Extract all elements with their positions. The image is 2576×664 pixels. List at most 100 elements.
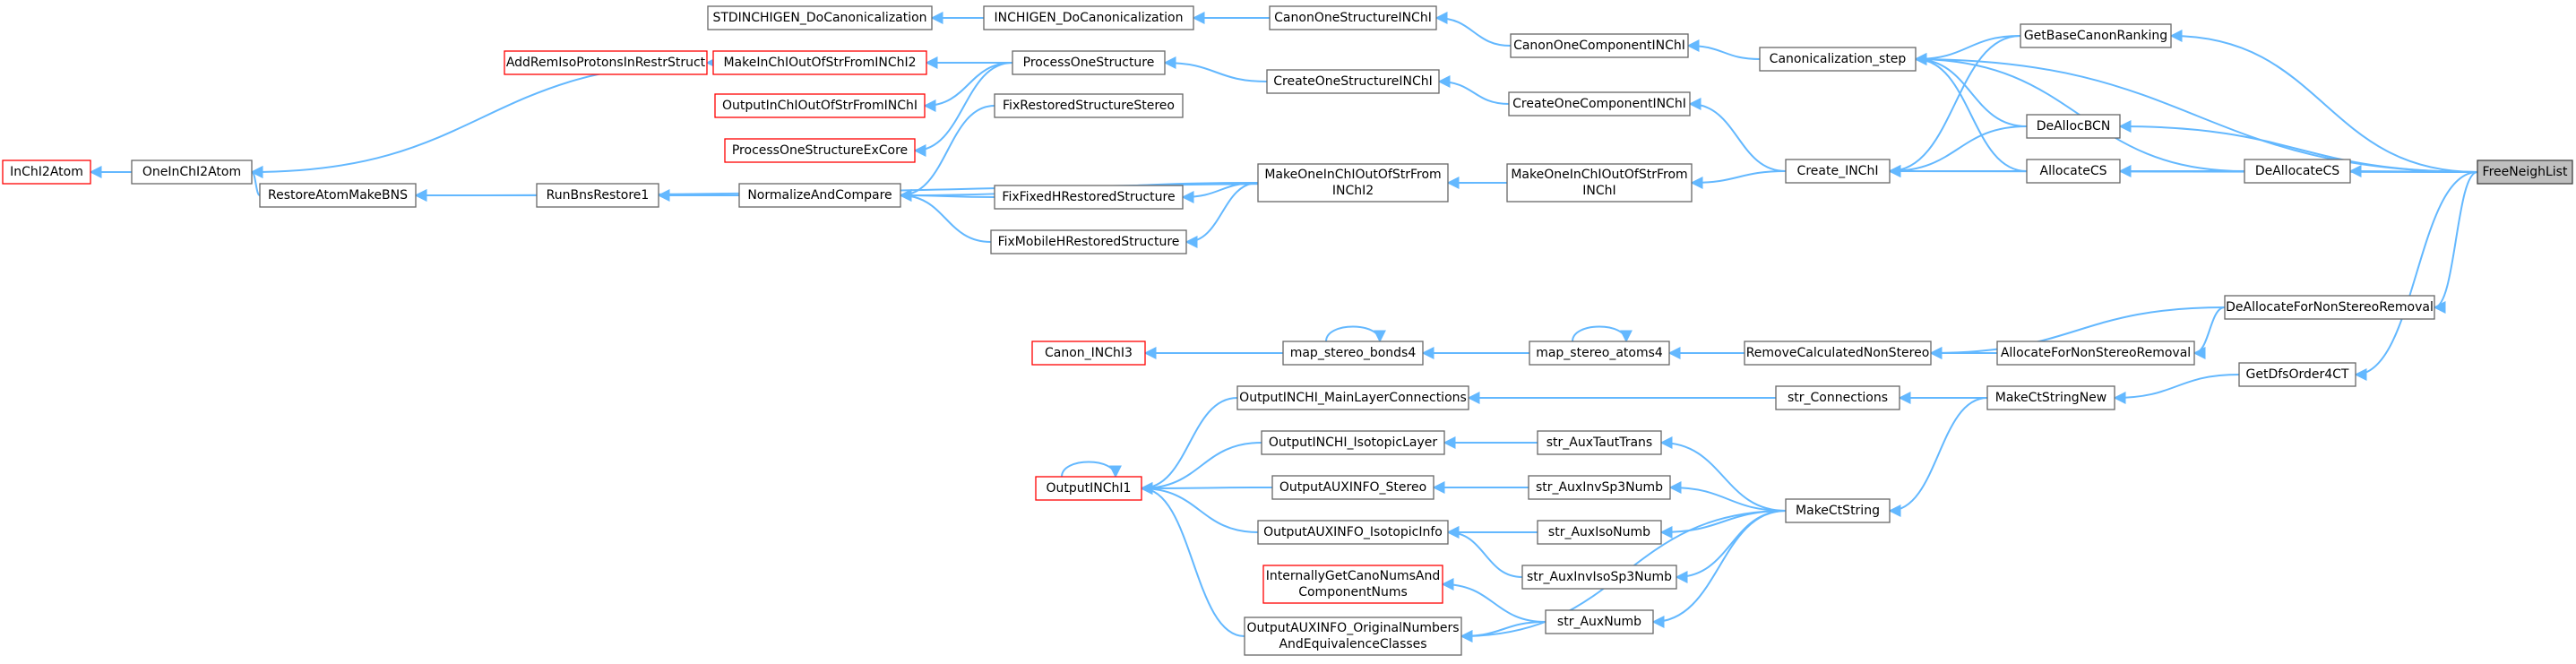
node-box: [1244, 617, 1462, 656]
node-label: InternallyGetCanoNumsAnd: [1266, 569, 1441, 583]
edge-deallocbcn-to-create_inchi: [1888, 125, 2028, 177]
node-label: DeAllocateForNonStereoRemoval: [2226, 300, 2434, 315]
node-makectstringnew[interactable]: MakeCtStringNew: [1986, 385, 2115, 410]
node-label: Canon_INChI3: [1045, 346, 1133, 360]
node-runbnsrestore1[interactable]: RunBnsRestore1: [536, 183, 659, 208]
node-box: [1271, 475, 1434, 500]
edge-deallocatefornonstereoremoval-to-removecalculatednonstereo: [1929, 306, 2226, 359]
node-outputinchioutofstrfrominchi[interactable]: OutputInChIOutOfStrFromINChI: [714, 93, 926, 118]
node-str_auxtauttrans[interactable]: str_AuxTautTrans: [1537, 430, 1662, 455]
node-str_auxinvisosp3numb[interactable]: str_AuxInvIsoSp3Numb: [1521, 565, 1677, 590]
node-allocatecs[interactable]: AllocateCS: [2026, 159, 2121, 184]
node-label: str_AuxTautTrans: [1546, 435, 1652, 450]
node-outputinchi_isotopiclayer[interactable]: OutputINCHI_IsotopicLayer: [1261, 430, 1445, 455]
node-label: CreateOneComponentINChI: [1512, 97, 1686, 111]
node-createonestructureinchi[interactable]: CreateOneStructureINChI: [1266, 69, 1440, 94]
node-box: [2020, 23, 2172, 48]
node-outputauxinfo_stereo[interactable]: OutputAUXINFO_Stereo: [1271, 475, 1434, 500]
node-box: [2224, 295, 2435, 320]
edge-makectstring-to-str_auxinvisosp3numb: [1675, 510, 1787, 583]
node-fixmobilehrestoredstructure[interactable]: FixMobileHRestoredStructure: [990, 229, 1187, 254]
node-box: [1785, 159, 1891, 184]
node-canononestructureinchi[interactable]: CanonOneStructureINChI: [1269, 5, 1437, 30]
node-map_stereo_atoms4[interactable]: map_stereo_atoms4: [1529, 341, 1670, 366]
edge-fixmobilehrestoredstructure-to-normalizeandcompare: [899, 189, 992, 243]
node-processonestructureexcore[interactable]: ProcessOneStructureExCore: [724, 138, 916, 163]
node-oneinchi2atom[interactable]: OneInChI2Atom: [131, 160, 253, 185]
node-label: FixMobileHRestoredStructure: [998, 235, 1180, 249]
edge-makeoneinchioutofstrfrominchi2-to-fixmobilehrestoredstructure: [1185, 182, 1259, 248]
node-label: OutputINCHI_MainLayerConnections: [1239, 391, 1467, 405]
node-str_auxisonumb[interactable]: str_AuxIsoNumb: [1537, 520, 1662, 545]
edge-allocatecs-to-canonicalization_step: [1914, 53, 2028, 172]
node-label: OutputAUXINFO_IsotopicInfo: [1263, 525, 1443, 539]
node-removecalculatednonstereo[interactable]: RemoveCalculatedNonStereo: [1744, 341, 1932, 366]
node-label: OutputInChIOutOfStrFromINChI: [722, 99, 918, 113]
node-label: DeAllocBCN: [2037, 119, 2111, 134]
node-stdinchigen_docanonicalization[interactable]: STDINCHIGEN_DoCanonicalization: [707, 5, 933, 30]
node-box: [2026, 159, 2121, 184]
node-outputinchi1[interactable]: OutputINChI1: [1035, 476, 1142, 501]
node-box: [707, 5, 933, 30]
node-str_connections[interactable]: str_Connections: [1775, 385, 1900, 410]
node-str_auxnumb[interactable]: str_AuxNumb: [1545, 609, 1654, 634]
node-label: Canonicalization_step: [1770, 52, 1907, 66]
node-create_inchi[interactable]: Create_INChI: [1785, 159, 1891, 184]
node-map_stereo_bonds4[interactable]: map_stereo_bonds4: [1282, 341, 1424, 366]
node-inchi2atom[interactable]: InChI2Atom: [2, 160, 91, 185]
edge-makectstring-to-str_auxtauttrans: [1659, 436, 1787, 512]
node-outputauxinfo_originalnumbersandequivalenceclasses[interactable]: OutputAUXINFO_OriginalNumbersAndEquivale…: [1244, 617, 1462, 656]
edge-map_stereo_atoms4-to-map_stereo_atoms4: [1572, 325, 1633, 343]
node-addremisoprotonsinrestrstruct[interactable]: AddRemIsoProtonsInRestrStruct: [504, 50, 708, 75]
node-box: [1545, 609, 1654, 634]
nodes-layer: FreeNeighList GetBaseCanonRankingDeAllocB…: [2, 5, 2573, 656]
edge-fixrestoredstructurestereo-to-normalizeandcompare: [899, 105, 995, 202]
node-createonecomponentinchi[interactable]: CreateOneComponentINChI: [1508, 91, 1691, 116]
node-str_auxinvsp3numb[interactable]: str_AuxInvSp3Numb: [1528, 475, 1671, 500]
node-canon_inchi3[interactable]: Canon_INChI3: [1031, 341, 1146, 366]
node-normalizeandcompare[interactable]: NormalizeAndCompare: [738, 183, 901, 208]
node-canonicalization_step[interactable]: Canonicalization_step: [1759, 47, 1917, 72]
edge-outputinchi1-to-outputinchi1: [1061, 461, 1122, 479]
node-label: DeAllocateCS: [2255, 164, 2339, 178]
node-canononecomponentinchi[interactable]: CanonOneComponentINChI: [1510, 33, 1689, 58]
node-label: RestoreAtomMakeBNS: [268, 188, 408, 203]
node-getdfsorder4ct[interactable]: GetDfsOrder4CT: [2238, 362, 2356, 387]
node-box: [131, 160, 253, 185]
node-getbasecanonranking[interactable]: GetBaseCanonRanking: [2020, 23, 2172, 48]
node-label: RunBnsRestore1: [547, 188, 650, 203]
node-deallocbcn[interactable]: DeAllocBCN: [2026, 114, 2121, 139]
node-makectstring[interactable]: MakeCtString: [1785, 498, 1891, 523]
node-label: str_AuxInvIsoSp3Numb: [1527, 570, 1672, 584]
node-box: [1262, 565, 1443, 604]
node-label: MakeOneInChIOutOfStrFrom: [1511, 168, 1687, 182]
node-deallocatefornonstereoremoval[interactable]: DeAllocateForNonStereoRemoval: [2224, 295, 2435, 320]
node-label: InChI2Atom: [10, 165, 83, 179]
edge-deallocatefornonstereoremoval-to-allocatefornonstereoremoval: [2193, 306, 2226, 359]
node-box: [1986, 385, 2115, 410]
node-label: AddRemIsoProtonsInRestrStruct: [506, 56, 706, 70]
node-allocatefornonstereoremoval[interactable]: AllocateForNonStereoRemoval: [1996, 341, 2195, 366]
node-label: INCHIGEN_DoCanonicalization: [995, 11, 1184, 25]
edge-canononecomponentinchi-to-canononestructureinchi: [1434, 12, 1512, 47]
node-fixfixedhrestoredstructure[interactable]: FixFixedHRestoredStructure: [994, 185, 1184, 210]
node-inchigen_docanonicalization[interactable]: INCHIGEN_DoCanonicalization: [983, 5, 1194, 30]
node-box: [1785, 498, 1891, 523]
node-outputinchi_mainlayerconnections[interactable]: OutputINCHI_MainLayerConnections: [1236, 385, 1469, 410]
node-restoreatommakebns[interactable]: RestoreAtomMakeBNS: [259, 183, 417, 208]
node-deallocatecs[interactable]: DeAllocateCS: [2244, 159, 2351, 184]
node-fixrestoredstructurestereo[interactable]: FixRestoredStructureStereo: [994, 93, 1184, 118]
edge-restoreatommakebns-to-oneinchi2atom: [250, 166, 263, 196]
node-box: [1257, 520, 1449, 545]
node-outputauxinfo_isotopicinfo[interactable]: OutputAUXINFO_IsotopicInfo: [1257, 520, 1449, 545]
edge-getdfsorder4ct-to-makectstringnew: [2113, 374, 2240, 404]
node-freeneighlist[interactable]: FreeNeighList: [2477, 160, 2573, 185]
node-processonestructure[interactable]: ProcessOneStructure: [1012, 50, 1166, 75]
node-label: STDINCHIGEN_DoCanonicalization: [712, 11, 926, 25]
node-label: str_Connections: [1788, 391, 1888, 405]
node-makeinchioutofstrfrominchi2[interactable]: MakeInChIOutOfStrFromINChI2: [712, 50, 927, 75]
node-box: [1257, 163, 1449, 203]
